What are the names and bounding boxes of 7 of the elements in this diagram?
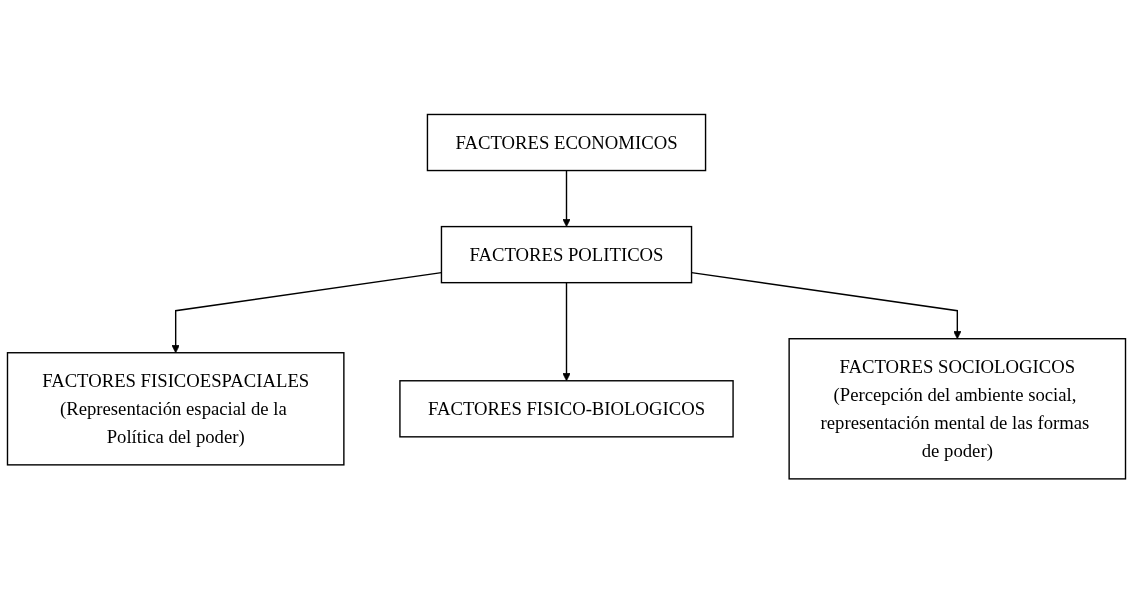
node-box: FACTORES FISICO-BIOLOGICOS bbox=[399, 380, 734, 438]
node-box: FACTORES POLITICOS bbox=[440, 226, 693, 284]
arrow bbox=[562, 170, 571, 228]
node-box: FACTORES FISICOESPACIALES (Representación espacial de la Política del poder) bbox=[6, 352, 345, 466]
node-box: FACTORES SOCIOLOGICOS (Percepción del ambiente social, representación mental de las formas de poder) bbox=[788, 338, 1127, 480]
node-box: FACTORES ECONOMICOS bbox=[426, 114, 707, 172]
arrow bbox=[562, 282, 571, 382]
